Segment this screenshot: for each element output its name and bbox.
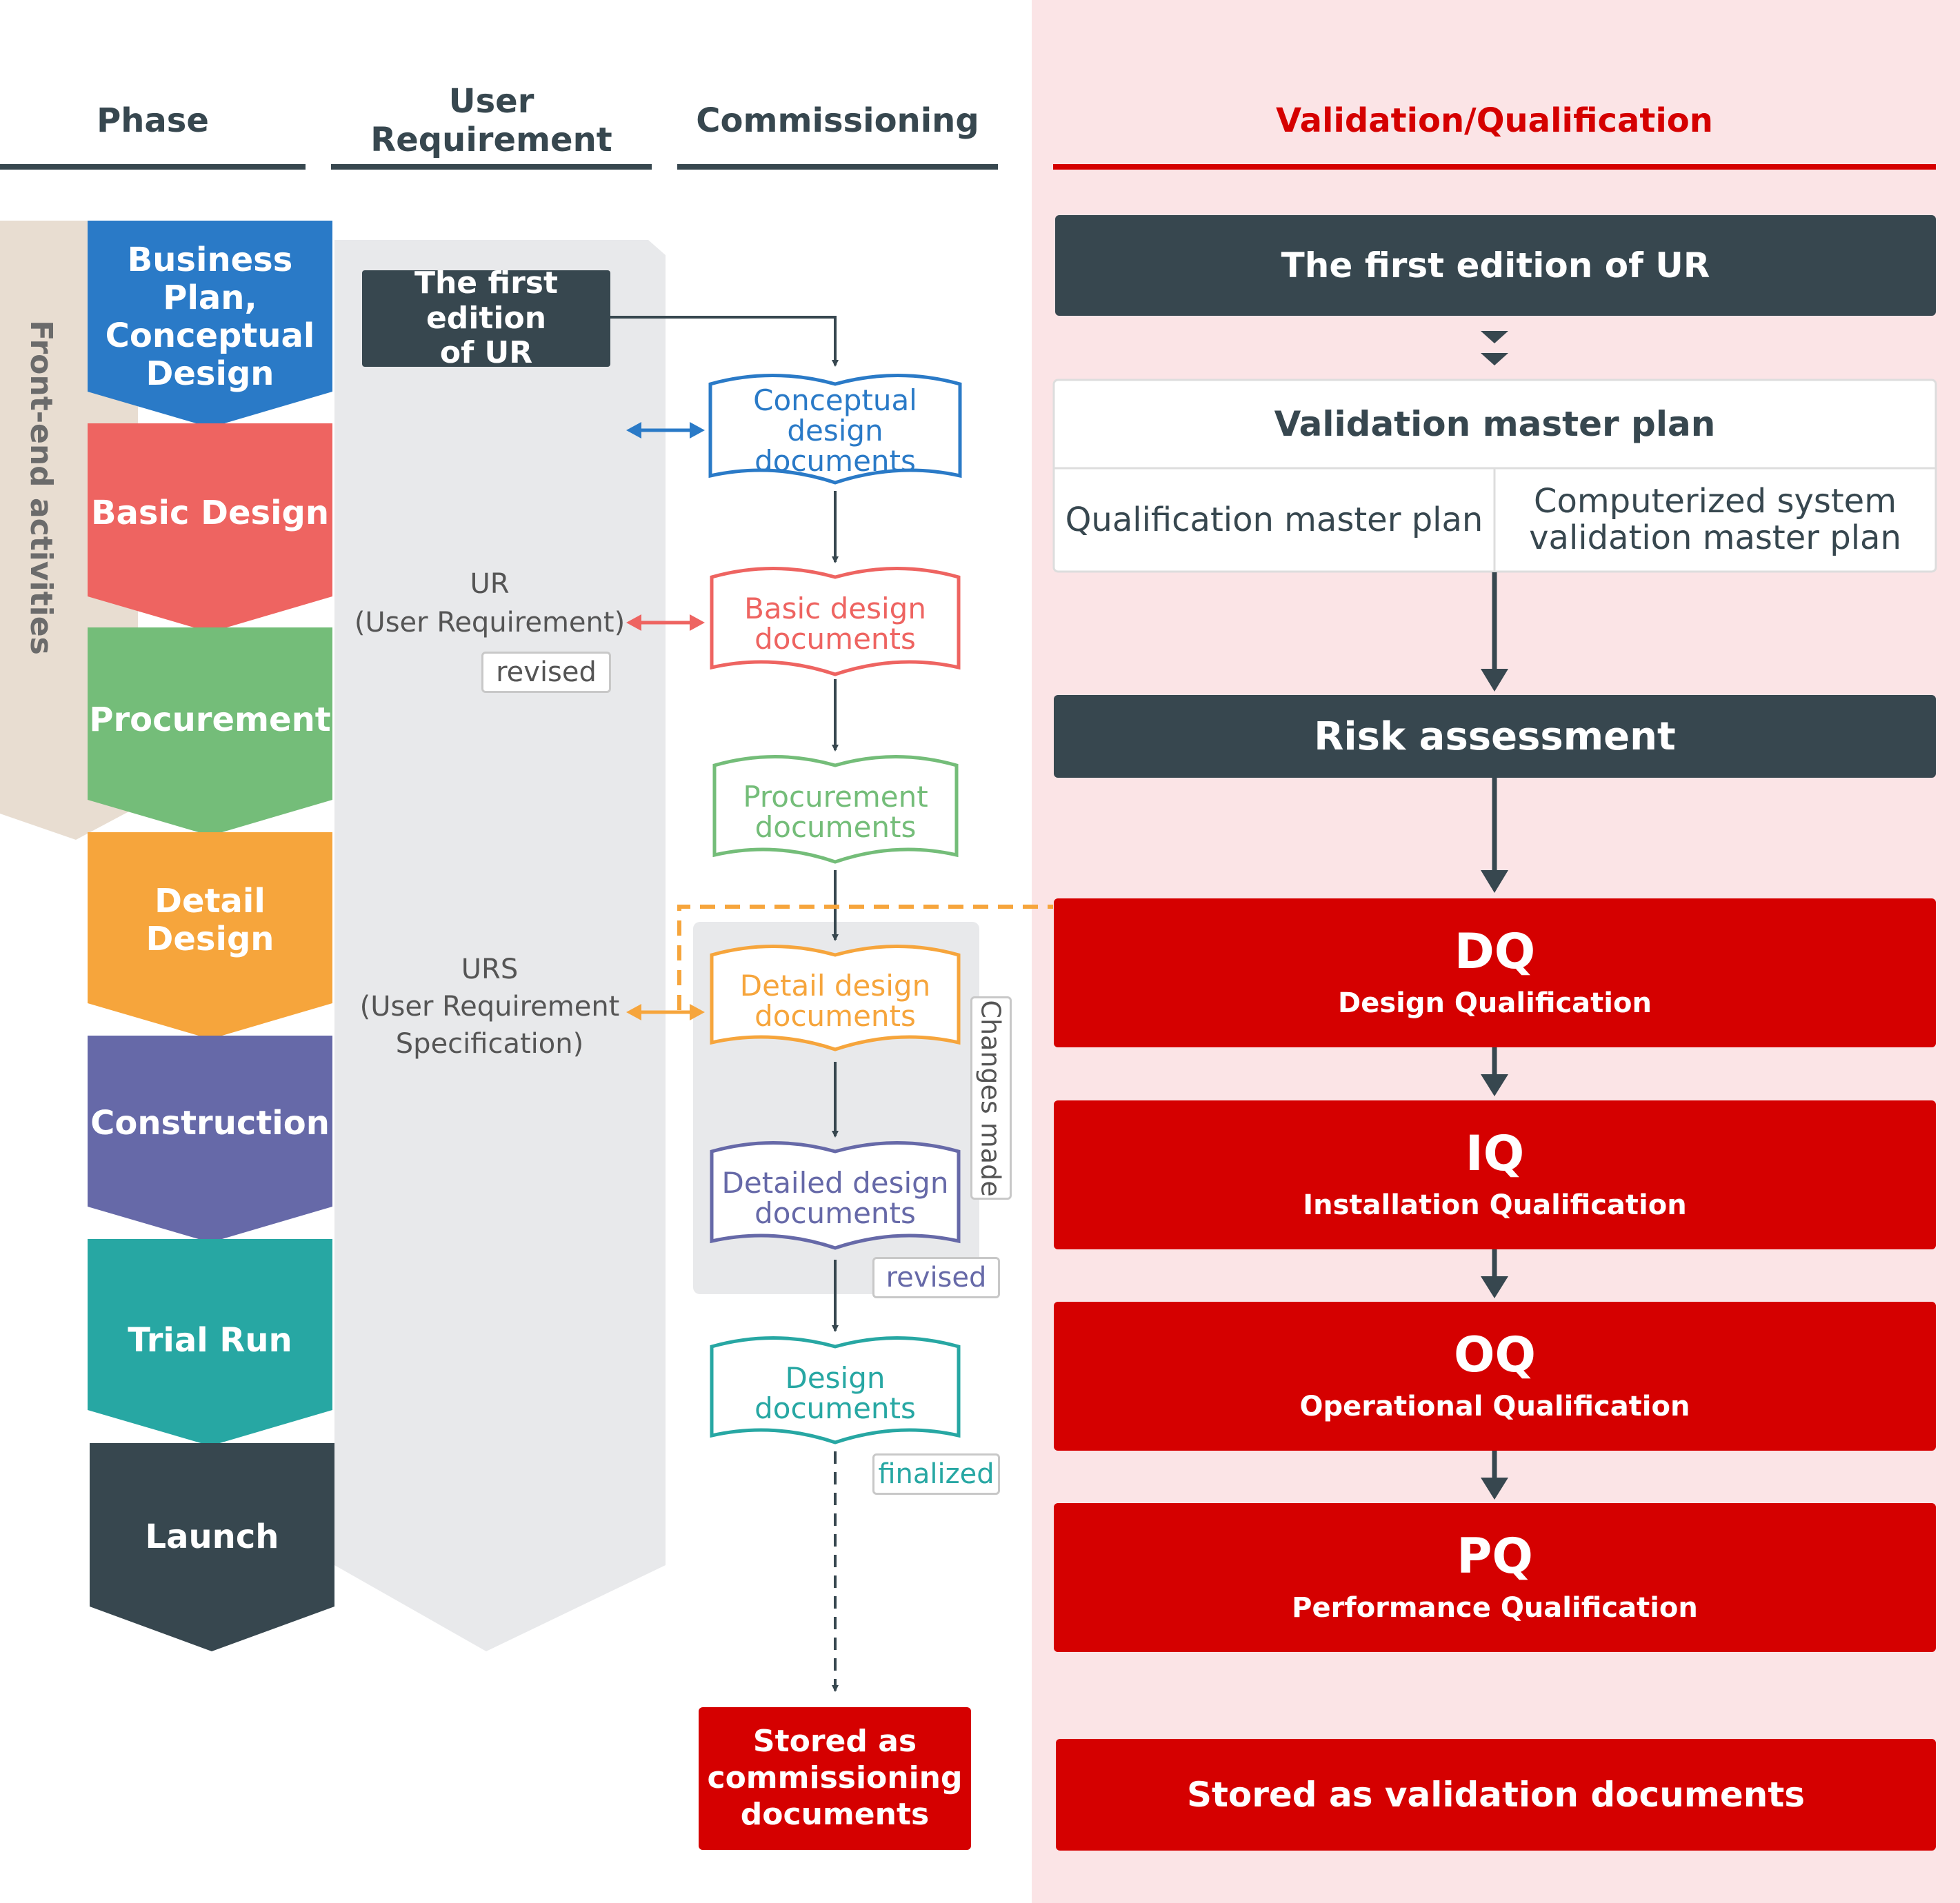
doc-shape-detailed <box>710 1141 961 1250</box>
stored-validation-text: Stored as validation documents <box>1186 1775 1806 1815</box>
dq-box <box>1054 898 1936 1047</box>
phase-chevron-launch <box>90 1443 334 1651</box>
finalized-tag: finalized <box>872 1453 1000 1495</box>
doc-label-basic: Basic design documents <box>744 591 926 656</box>
pq-abbr: PQ <box>1457 1528 1533 1584</box>
pq-name: Performance Qualification <box>1292 1592 1698 1624</box>
arrowhead-oq-to-pq <box>1481 1478 1508 1500</box>
risk-text: Risk assessment <box>1314 714 1676 759</box>
phase-chevron-trial-run <box>88 1239 332 1446</box>
doc-shape-procurement <box>712 755 959 864</box>
dq-link-dashed <box>677 905 1053 1010</box>
phase-label-basic-design: Basic Design <box>90 494 330 533</box>
stored-commissioning-text: Stored as commissioning documents <box>707 1724 963 1832</box>
oq-abbr: OQ <box>1453 1327 1536 1383</box>
phase-label-launch: Launch <box>145 1518 279 1557</box>
double-arrow-detail <box>626 1004 705 1020</box>
changes-made-tag: Changes made <box>970 996 1012 1200</box>
cs-plan-text: Computerized system validation master pl… <box>1529 482 1901 557</box>
master-plan-title: Validation master plan <box>1274 404 1716 444</box>
arrowhead-risk-to-dq <box>1481 870 1508 893</box>
doc-label-detail: Detail design documents <box>739 968 931 1033</box>
val-first-edition-box <box>1055 215 1936 316</box>
header-phase: Phase <box>97 101 209 140</box>
arrowhead-iq-to-oq <box>1481 1276 1508 1298</box>
header-validation: Validation/Qualification <box>1276 101 1713 140</box>
doc-shape-conceptual <box>708 374 962 485</box>
dq-name: Design Qualification <box>1338 987 1652 1019</box>
qualification-plan-text: Qualification master plan <box>1065 501 1483 539</box>
changes-made-text: Changes made <box>976 999 1007 1197</box>
oq-name: Operational Qualification <box>1299 1391 1690 1422</box>
phase-label-procurement: Procurement <box>89 701 331 740</box>
front-end-label: Front-end activities <box>23 320 59 655</box>
phase-label-business-plan: Business Plan, Conceptual Design <box>105 240 315 394</box>
arrowhead-dq-to-iq <box>1481 1074 1508 1096</box>
doc-shape-detail <box>710 945 961 1051</box>
phase-chevron-procurement <box>88 627 332 836</box>
user-requirement-panel <box>334 240 666 1651</box>
arrowhead-plan-to-risk <box>1481 669 1508 692</box>
doc-shape-design <box>710 1336 961 1444</box>
double-arrow-basic <box>626 614 705 631</box>
double-chevron-bottom <box>1481 353 1508 365</box>
iq-box <box>1054 1100 1936 1249</box>
ur-revised-tag: revised <box>481 652 611 693</box>
doc-label-design: Design documents <box>754 1360 916 1425</box>
doc-shape-basic <box>710 567 961 676</box>
arrow-ur-to-conceptual <box>610 316 839 367</box>
urs-label: URS (User Requirement Specification) <box>359 954 620 1060</box>
commissioning-revised-tag: revised <box>872 1257 1000 1298</box>
double-chevron-top <box>1481 331 1508 343</box>
phase-chevron-business-plan <box>88 221 332 427</box>
ur-first-edition-box <box>362 270 610 367</box>
phase-chevron-construction <box>88 1036 332 1242</box>
stored-validation-box <box>1056 1739 1936 1851</box>
phase-chevron-basic-design <box>88 423 332 632</box>
doc-label-procurement: Procurement documents <box>743 779 928 844</box>
risk-box <box>1054 695 1936 778</box>
phase-label-detail-design: Detail Design <box>146 881 274 958</box>
phase-chevron-detail-design <box>88 832 332 1039</box>
iq-abbr: IQ <box>1465 1125 1525 1182</box>
iq-name: Installation Qualification <box>1303 1189 1687 1221</box>
double-arrow-conceptual <box>626 422 705 439</box>
doc-label-detailed: Detailed design documents <box>721 1165 949 1230</box>
header-user-requirement: User Requirement <box>370 82 612 159</box>
stored-commissioning-box <box>699 1707 971 1850</box>
phase-label-trial-run: Trial Run <box>128 1321 292 1360</box>
dq-abbr: DQ <box>1454 923 1536 980</box>
commissioning-header-line <box>677 164 998 170</box>
ur-header-line <box>331 164 652 170</box>
header-commissioning: Commissioning <box>696 101 979 140</box>
ur-first-edition-text: The first edition of UR <box>414 265 559 371</box>
phase-label-construction: Construction <box>90 1104 330 1143</box>
ur-label: UR (User Requirement) <box>354 568 626 638</box>
oq-box <box>1054 1302 1936 1451</box>
val-first-edition-text: The first edition of UR <box>1281 245 1710 285</box>
validation-header-line <box>1053 164 1936 170</box>
doc-label-conceptual: Conceptual design documents <box>753 383 917 479</box>
phase-header-line <box>0 164 306 170</box>
pq-box <box>1054 1503 1936 1652</box>
